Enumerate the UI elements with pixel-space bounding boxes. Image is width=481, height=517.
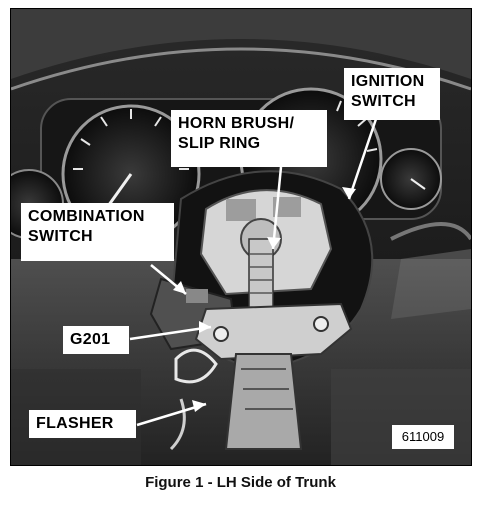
steering-column-photo bbox=[11, 9, 471, 465]
horn-slip-ring-assembly bbox=[199, 189, 333, 310]
ignition-switch-label-line2: SWITCH bbox=[351, 93, 416, 110]
ignition-switch-label: IGNITION SWITCH bbox=[344, 68, 440, 120]
g201-ground-bolt bbox=[213, 326, 229, 342]
ignition-switch-label-line1: IGNITION bbox=[351, 73, 425, 90]
combination-switch-label-line2: SWITCH bbox=[28, 228, 93, 245]
flasher-label: FLASHER bbox=[29, 410, 136, 438]
horn-brush-label: HORN BRUSH/ SLIP RING bbox=[171, 110, 327, 167]
figure-reference-number: 611009 bbox=[392, 425, 454, 449]
horn-brush-label-line2: SLIP RING bbox=[178, 135, 261, 152]
figure-caption: Figure 1 - LH Side of Trunk bbox=[145, 474, 336, 491]
dashboard-photo bbox=[10, 8, 472, 466]
fuel-gauge bbox=[380, 148, 442, 210]
combination-switch-label-line1: COMBINATION bbox=[28, 208, 145, 225]
combination-switch-label: COMBINATION SWITCH bbox=[21, 203, 174, 261]
g201-label: G201 bbox=[63, 326, 129, 354]
horn-brush-label-line1: HORN BRUSH/ bbox=[178, 115, 295, 132]
